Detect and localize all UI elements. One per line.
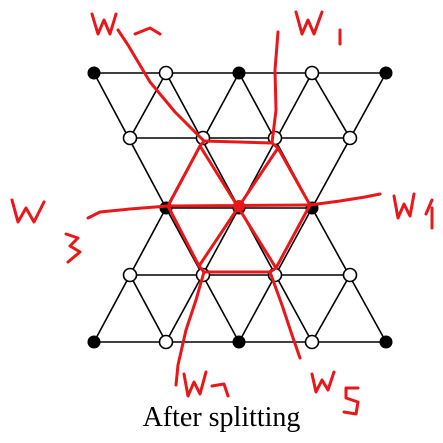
vertex-hollow bbox=[304, 334, 320, 350]
vertex-solid bbox=[379, 335, 393, 349]
vertex-solid bbox=[232, 335, 246, 349]
red-annotation-strokes bbox=[10, 10, 434, 416]
handwriting-w5 bbox=[310, 370, 336, 394]
handwriting-w5-sub bbox=[342, 386, 360, 416]
center-dot bbox=[233, 200, 245, 212]
vertex-hollow bbox=[342, 130, 358, 146]
handwriting-w6-sub bbox=[424, 198, 434, 230]
handwriting-w2 bbox=[90, 12, 118, 36]
spoke-w5 bbox=[268, 270, 302, 360]
spoke-w1 bbox=[270, 30, 280, 145]
spoke-w4 bbox=[174, 270, 206, 387]
vertex-hollow bbox=[304, 65, 320, 81]
handwriting-w6 bbox=[392, 192, 416, 220]
vertex-hollow bbox=[122, 130, 138, 146]
vertex-hollow bbox=[342, 267, 358, 283]
handwriting-w3 bbox=[10, 198, 46, 224]
vertex-hollow bbox=[158, 334, 174, 350]
vertex-hollow bbox=[122, 267, 138, 283]
vertex-solid bbox=[87, 335, 101, 349]
vertex-hollow bbox=[158, 65, 174, 81]
figure-caption: After splitting bbox=[142, 402, 301, 433]
spoke-w6 bbox=[308, 192, 382, 207]
vertex-solid bbox=[232, 66, 246, 80]
handwriting-w4-sub bbox=[210, 382, 230, 398]
vertex-solid bbox=[87, 66, 101, 80]
spoke-w2 bbox=[116, 28, 206, 143]
handwriting-w3-sub bbox=[64, 232, 82, 264]
spoke-w3 bbox=[86, 204, 170, 220]
vertex-solid bbox=[379, 66, 393, 80]
handwriting-w4 bbox=[182, 370, 208, 398]
handwriting-w1 bbox=[294, 10, 324, 36]
handwriting-w2-sub bbox=[133, 26, 162, 36]
